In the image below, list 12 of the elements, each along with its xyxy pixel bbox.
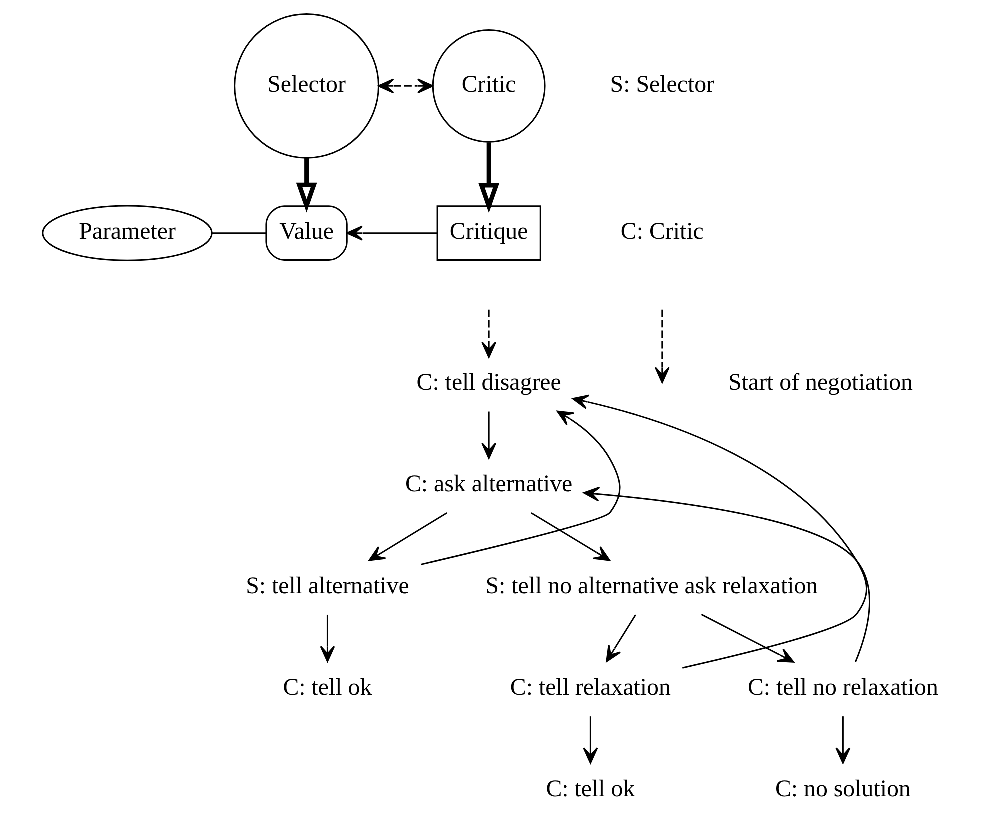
label: S: Selector <box>610 72 714 98</box>
node-text: C: no solution <box>774 776 910 802</box>
node-text: C: tell ok <box>282 674 372 701</box>
label: C: Critic <box>620 218 704 245</box>
legend-label: Start of negotiation <box>728 370 913 396</box>
node-text: C: tell ok <box>546 776 635 802</box>
node-text: S: tell alternative <box>246 573 409 600</box>
node-text: S: tell no alternative ask relaxation <box>485 573 818 600</box>
node-text: C: tell disagree <box>416 370 561 396</box>
node-text: C: ask alternative <box>404 472 572 498</box>
node-text: C: tell relaxation <box>510 674 670 701</box>
node-text: C: tell no relaxation <box>747 674 938 701</box>
